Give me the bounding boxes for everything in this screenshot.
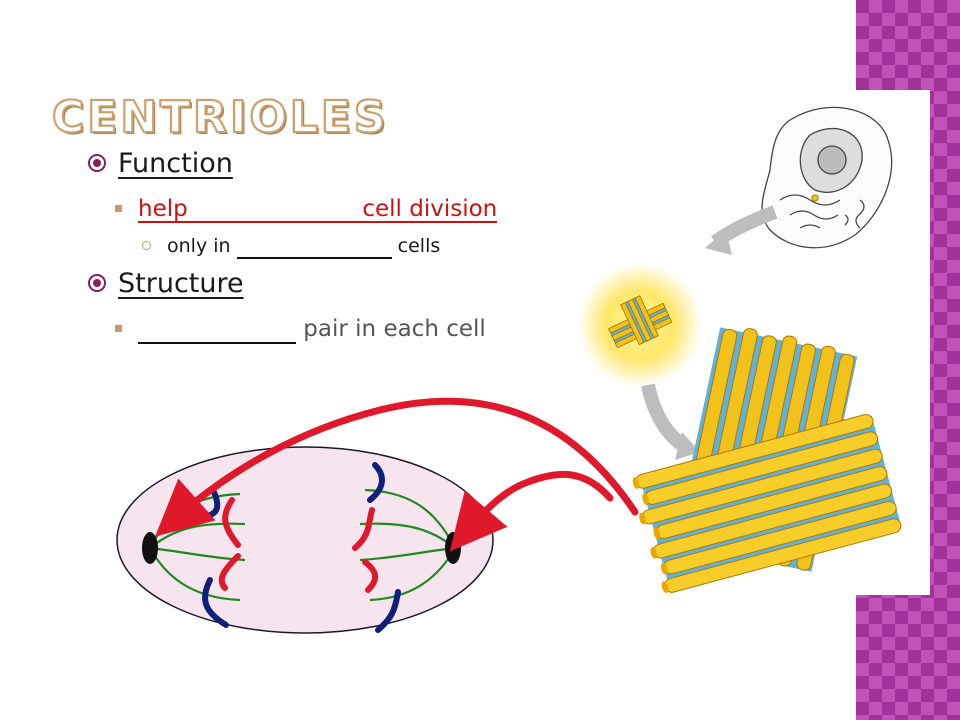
left-centrosome xyxy=(142,532,158,564)
dividing-cell xyxy=(116,446,494,634)
red-arrow-to-left-centrosome xyxy=(155,397,639,537)
fill-in-blank xyxy=(236,235,392,259)
slide-title: Centrioles xyxy=(51,91,389,144)
grey-arrow-from-cell xyxy=(705,205,778,255)
bullet-help-cell-division: help cell division xyxy=(115,196,498,224)
bullet-function-label: Function xyxy=(118,148,233,179)
animal-cell-sketch xyxy=(761,106,893,249)
fill-in-blank xyxy=(138,316,296,344)
bullet-pair-in-each-cell: pair in each cell xyxy=(115,316,486,344)
grey-arrow-down xyxy=(641,383,700,460)
bullet-function: Function xyxy=(88,148,233,179)
circled-dot-bullet-icon xyxy=(88,274,106,292)
ring-bullet-icon xyxy=(142,241,151,250)
bullet-structure-label: Structure xyxy=(118,268,244,299)
circled-dot-bullet-icon xyxy=(88,154,106,172)
red-arrow-to-right-centrosome xyxy=(449,470,614,552)
large-centriole-pair xyxy=(632,327,902,593)
red-arrows xyxy=(155,397,639,552)
square-bullet-icon xyxy=(115,205,122,212)
square-bullet-icon xyxy=(115,325,122,332)
help-cell-division-text: help cell division xyxy=(138,196,498,224)
right-centrosome xyxy=(445,532,461,564)
small-centriole-icon xyxy=(578,263,702,387)
bullet-structure: Structure xyxy=(88,268,244,299)
bullet-only-in-cells: only in cells xyxy=(142,235,440,259)
